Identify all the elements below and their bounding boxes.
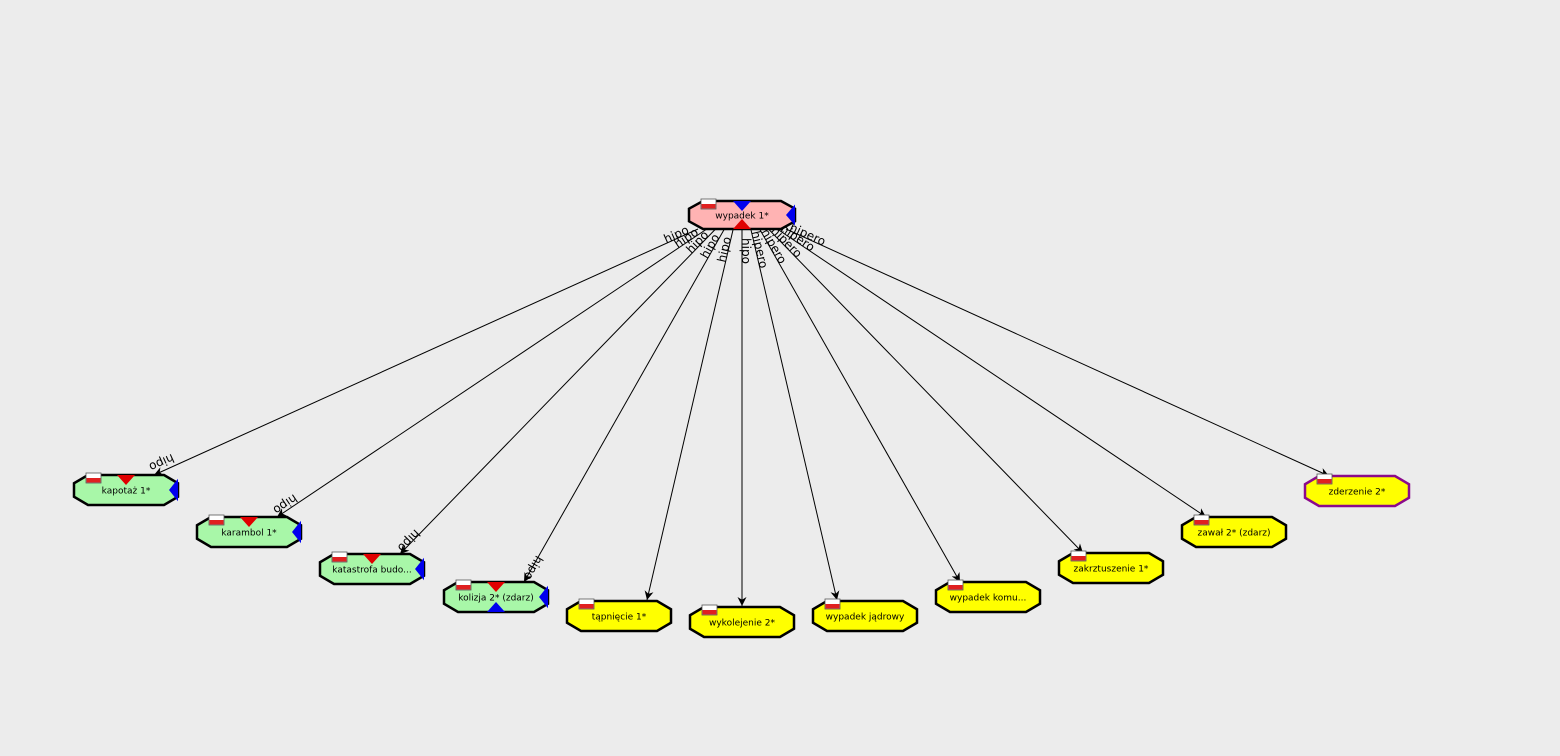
blue-left-arrow-icon[interactable] — [169, 478, 178, 502]
blue-up-arrow-icon[interactable] — [487, 602, 505, 612]
edge-kapotaz[interactable] — [153, 228, 699, 476]
flag-pl-icon — [700, 198, 717, 210]
node-label: wypadek komu... — [950, 594, 1027, 604]
node-kapotaz[interactable]: kapotaż 1* — [72, 472, 180, 507]
node-label: zawał 2* (zdarz) — [1197, 529, 1270, 539]
edge-label-target: hipo — [395, 527, 423, 555]
node-zderzenie[interactable]: zderzenie 2* — [1303, 473, 1411, 508]
flag-pl-icon — [578, 598, 595, 610]
edge-zakrztuszenie[interactable] — [768, 228, 1084, 554]
node-wykolejenie[interactable]: wykolejenie 2* — [688, 604, 796, 639]
edge-label-target: hipo — [147, 451, 176, 474]
edge-kolizja[interactable] — [523, 228, 725, 583]
edge-karambol[interactable] — [276, 228, 708, 518]
edge-jadrowy[interactable] — [750, 228, 840, 601]
node-wypadek[interactable]: wypadek 1* — [687, 198, 797, 231]
edge-label-target: hipo — [271, 491, 300, 517]
blue-left-arrow-icon[interactable] — [415, 557, 424, 581]
node-label: zderzenie 2* — [1329, 488, 1386, 498]
blue-left-arrow-icon[interactable] — [292, 520, 301, 544]
red-down-arrow-icon[interactable] — [240, 517, 258, 527]
flag-pl-icon — [701, 604, 718, 616]
node-label: kolizja 2* (zdarz) — [458, 594, 534, 604]
node-label: zakrztuszenie 1* — [1074, 565, 1149, 575]
node-tapniecie[interactable]: tąpnięcie 1* — [565, 598, 673, 633]
edge-label-source: hipo — [739, 238, 753, 264]
edge-katastrofa[interactable] — [399, 228, 716, 555]
flag-pl-icon — [824, 598, 841, 610]
node-label: wykolejenie 2* — [709, 619, 775, 629]
flag-pl-icon — [1316, 473, 1333, 485]
node-zakrztuszenie[interactable]: zakrztuszenie 1* — [1057, 550, 1165, 585]
node-label: karambol 1* — [221, 529, 277, 539]
flag-pl-icon — [85, 472, 102, 484]
edge-label-source: hipo — [715, 235, 734, 263]
node-katastrofa[interactable]: katastrofa budo... — [318, 551, 426, 586]
node-karambol[interactable]: karambol 1* — [195, 514, 303, 549]
node-komunikacyjny[interactable]: wypadek komu... — [934, 579, 1042, 614]
edge-komunikacyjny[interactable] — [759, 228, 961, 583]
flag-pl-icon — [1070, 550, 1087, 562]
node-label: katastrofa budo... — [332, 566, 411, 576]
red-down-arrow-icon[interactable] — [363, 554, 381, 564]
edge-label-target: hipo — [521, 553, 546, 582]
node-label: tąpnięcie 1* — [592, 613, 647, 623]
flag-pl-icon — [1193, 514, 1210, 526]
blue-down-arrow-icon[interactable] — [733, 201, 751, 211]
node-label: kapotaż 1* — [102, 487, 151, 497]
flag-pl-icon — [455, 579, 472, 591]
flag-pl-icon — [947, 579, 964, 591]
edges-layer — [153, 228, 1330, 606]
flag-pl-icon — [331, 551, 348, 563]
edge-zderzenie[interactable] — [785, 228, 1330, 477]
node-kolizja[interactable]: kolizja 2* (zdarz) — [442, 579, 550, 614]
nodes-layer: wypadek 1* kapotaż 1* karambol 1* katastrof… — [72, 198, 1411, 639]
node-label: wypadek jądrowy — [826, 613, 905, 623]
node-zawal[interactable]: zawał 2* (zdarz) — [1180, 514, 1288, 549]
red-up-arrow-icon[interactable] — [733, 219, 751, 229]
blue-left-arrow-icon[interactable] — [786, 204, 795, 226]
red-down-arrow-icon[interactable] — [117, 475, 135, 485]
node-jadrowy[interactable]: wypadek jądrowy — [811, 598, 919, 633]
red-down-arrow-icon[interactable] — [487, 582, 505, 592]
blue-left-arrow-icon[interactable] — [539, 585, 548, 609]
node-label: wypadek 1* — [715, 212, 769, 222]
edge-tapniecie[interactable] — [644, 228, 734, 601]
flag-pl-icon — [208, 514, 225, 526]
edge-zawal[interactable] — [776, 228, 1207, 518]
